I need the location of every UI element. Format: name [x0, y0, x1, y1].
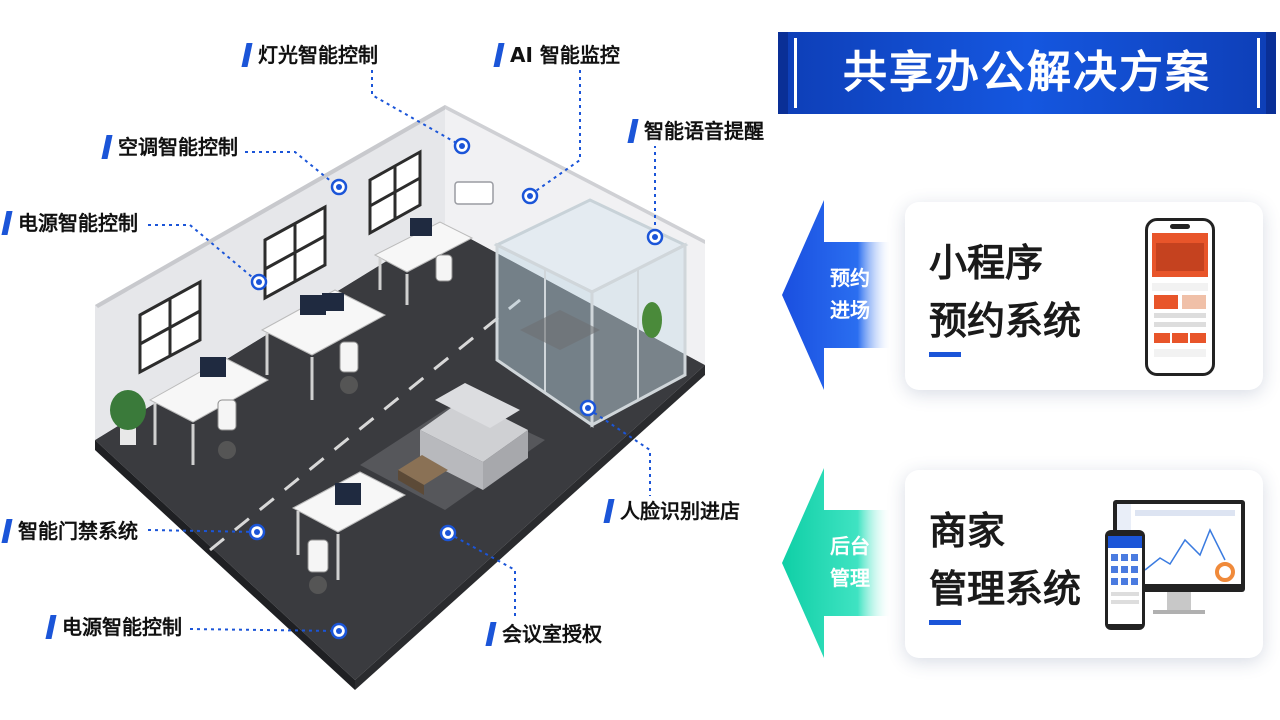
workstation-middle-left: [260, 289, 387, 400]
title-banner: 共享办公解决方案: [778, 32, 1276, 114]
card-merchant-accent: [929, 620, 961, 625]
workstation-front: [291, 471, 407, 594]
callout-lighting-control: 灯光智能控制: [241, 40, 384, 70]
office-floor-plan-illustration: [95, 70, 705, 690]
callout-ac-label: 空调智能控制: [118, 135, 238, 159]
card-merchant-management: 商家 管理系统: [905, 470, 1263, 658]
callout-power-bottom-label: 电源智能控制: [62, 615, 182, 639]
leader-power-top: [148, 224, 259, 283]
back-wall-top: [445, 105, 705, 244]
plant-meeting-room: [642, 302, 662, 338]
callout-face-label: 人脸识别进店: [620, 499, 740, 523]
window-1: [138, 279, 202, 375]
plant-left: [110, 390, 146, 445]
arrow-backend-management-icon: [782, 468, 890, 658]
callout-voice-label: 智能语音提醒: [644, 119, 764, 143]
callout-door-label: 智能门禁系统: [18, 519, 138, 543]
callout-power-control-bottom: 电源智能控制: [45, 612, 188, 642]
card-mini-program-title-line2: 预约系统: [929, 299, 1082, 343]
floor-front-edge-left: [95, 440, 355, 690]
workstation-front-left: [148, 357, 270, 465]
card-mini-program-booking: 小程序 预约系统: [905, 202, 1263, 390]
card-merchant-title-line2: 管理系统: [929, 567, 1082, 611]
coffee-table: [398, 455, 448, 485]
phone-mockup-icon: [1145, 218, 1215, 376]
callout-meeting-room-authorization: 会议室授权: [485, 619, 608, 649]
arrow-backend-management-label: 后台 管理: [820, 530, 880, 594]
page-title: 共享办公解决方案: [843, 47, 1211, 98]
card-mini-program-accent: [929, 352, 961, 357]
arrow-backend-line1: 后台: [830, 534, 870, 558]
callout-power-control-top: 电源智能控制: [1, 208, 144, 238]
arrow-backend-line2: 管理: [830, 566, 870, 590]
floor-front-edge-right: [355, 365, 705, 690]
leader-lighting: [371, 70, 461, 146]
callout-voice-reminder: 智能语音提醒: [627, 116, 770, 146]
window-3: [368, 149, 422, 236]
callout-ac-control: 空调智能控制: [101, 132, 244, 162]
callout-ai-monitoring: AI 智能监控: [493, 40, 626, 70]
left-wall-top: [95, 105, 448, 308]
leader-ai-monitor: [529, 70, 581, 196]
callout-ai-monitor-label: AI 智能监控: [510, 43, 620, 67]
callout-door-access: 智能门禁系统: [1, 516, 144, 546]
card-merchant-title-line1: 商家: [929, 509, 1006, 553]
glass-meeting-room: [493, 198, 689, 428]
card-mini-program-title-line1: 小程序: [929, 241, 1044, 285]
desktop-and-phone-mockup-icon: [1105, 500, 1245, 630]
floor-walkway: [209, 298, 521, 552]
leader-ac: [245, 151, 339, 188]
callout-meeting-label: 会议室授权: [502, 622, 602, 646]
arrow-booking-line2: 进场: [830, 298, 870, 322]
arrow-booking-line1: 预约: [830, 266, 870, 290]
arrow-booking-entry-icon: [782, 200, 890, 390]
callout-face-recognition: 人脸识别进店: [603, 496, 746, 526]
callout-lighting-label: 灯光智能控制: [258, 43, 378, 67]
sofa: [420, 383, 528, 490]
arrow-booking-entry-label: 预约 进场: [820, 262, 880, 326]
callout-power-top-label: 电源智能控制: [18, 211, 138, 235]
workstation-back-left: [373, 218, 474, 305]
air-conditioner: [454, 181, 494, 205]
